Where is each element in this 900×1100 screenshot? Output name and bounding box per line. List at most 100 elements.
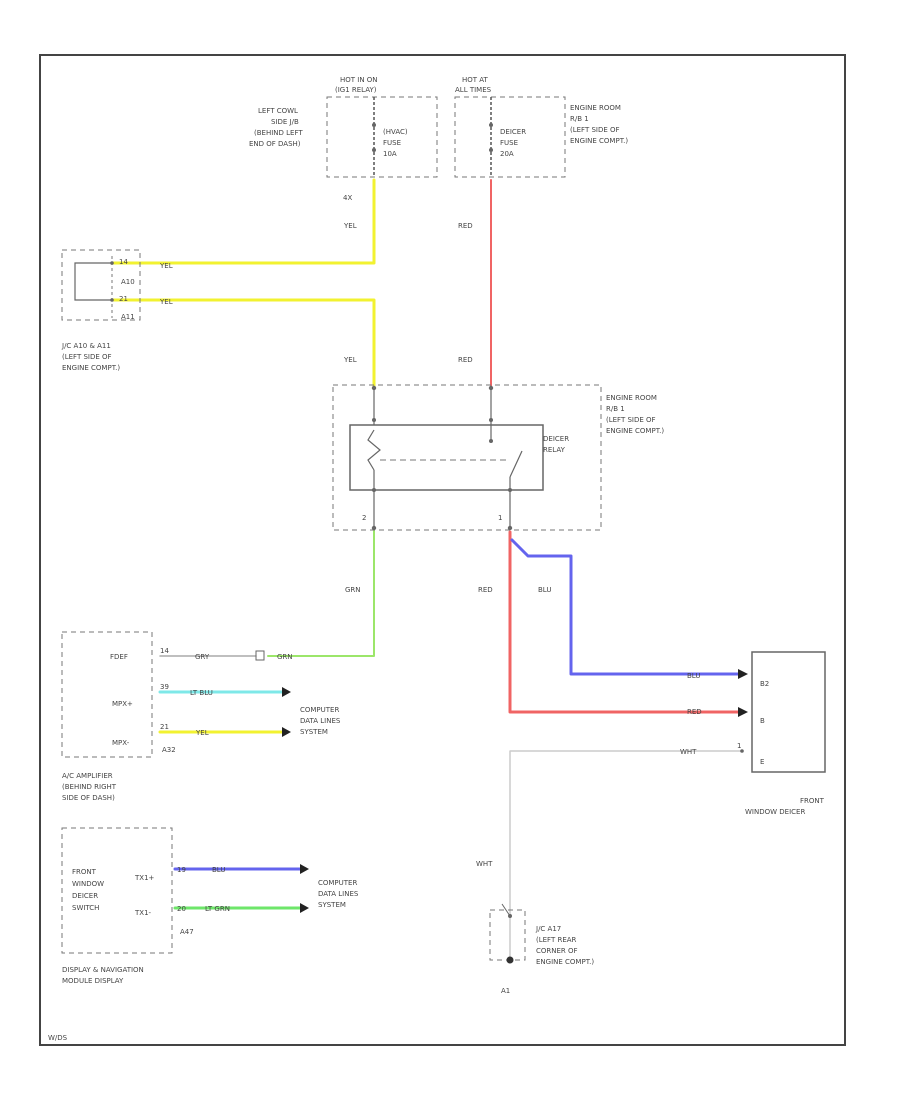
- fuse-batt-fuse: FUSE: [500, 139, 518, 147]
- arrow-deicer-b2: [738, 669, 748, 679]
- wire-wht: [509, 750, 743, 961]
- wire-label-red-2: RED: [458, 356, 473, 364]
- junction-conn-b: A11: [121, 313, 135, 321]
- fuse-batt-header: HOT AT: [462, 76, 489, 84]
- junction-connector: 14 A10 21 A11 J/C A10 & A11 (LEFT SIDE O…: [61, 249, 141, 372]
- display-pin-2: 20: [177, 905, 186, 913]
- ground-junction: J/C A17 (LEFT REAR CORNER OF ENGINE COMP…: [489, 903, 594, 995]
- wire-label-yel-3: YEL: [159, 262, 173, 270]
- display-data-lines-2: DATA LINES: [318, 890, 359, 898]
- fuse-batt-header2: ALL TIMES: [455, 86, 492, 94]
- arrow-tx-minus: [300, 903, 309, 913]
- wire-label-grn-2: GRN: [277, 653, 293, 661]
- ground-location-1: J/C A17: [535, 925, 561, 933]
- deicer-pin-b: B: [760, 717, 765, 725]
- deicer-pin-e-num: 1: [737, 742, 741, 750]
- fuse-ign-name: (HVAC): [383, 128, 408, 136]
- display-pin-1: 19: [177, 866, 186, 874]
- wire-label-red-4: RED: [687, 708, 702, 716]
- wire-label-lt-grn-tx: LT GRN: [205, 905, 230, 913]
- arrow-deicer-b: [738, 707, 748, 717]
- inline-connector: [255, 650, 265, 661]
- fuse-ign-location-1: LEFT COWL: [258, 107, 298, 115]
- display-pin-label-2: TX1-: [134, 909, 152, 917]
- deicer-relay: 2 1 DEICER RELAY ENGINE ROOM R/B 1 (LEFT…: [332, 384, 664, 531]
- amp-name-1: A/C AMPLIFIER: [62, 772, 113, 780]
- fuse-box-ign: HOT IN ON (IG1 RELAY) (HVAC) FUSE 10A LE…: [249, 76, 438, 202]
- display-row-4: SWITCH: [72, 904, 99, 912]
- relay-label-2: RELAY: [543, 446, 566, 454]
- relay-location-3: (LEFT SIDE OF: [606, 416, 656, 424]
- wire-label-yel-mpx: YEL: [195, 729, 209, 737]
- deicer-name-2: WINDOW DEICER: [745, 808, 805, 816]
- wire-label-yel-4: YEL: [159, 298, 173, 306]
- fuse-batt-location-2: R/B 1: [570, 115, 589, 123]
- relay-pin-left: 2: [362, 514, 366, 522]
- junction-conn-a: A10: [121, 278, 135, 286]
- wire-label-yel-2: YEL: [343, 356, 357, 364]
- amp-name-2: (BEHIND RIGHT: [62, 783, 117, 791]
- fuse-ign-location-3: (BEHIND LEFT: [254, 129, 303, 137]
- wire-label-wht-2: WHT: [476, 860, 493, 868]
- wire-grn: [267, 529, 375, 657]
- fuse-batt-rating: 20A: [500, 150, 514, 158]
- display-row-2: WINDOW: [72, 880, 104, 888]
- fuse-batt-location-1: ENGINE ROOM: [570, 104, 621, 112]
- relay-label-1: DEICER: [543, 435, 569, 443]
- footer-code: W/DS: [48, 1034, 68, 1042]
- amp-data-lines-3: SYSTEM: [300, 728, 328, 736]
- diagram-frame: [39, 54, 846, 1046]
- ground-location-2: (LEFT REAR: [536, 936, 577, 944]
- display-pin-label-1: TX1+: [134, 874, 155, 882]
- display-row-1: FRONT: [72, 868, 97, 876]
- junction-pin-a: 14: [119, 258, 128, 266]
- amp-row-fdef: FDEF: [110, 653, 128, 661]
- arrow-mpx-plus: [282, 687, 291, 697]
- display-name-2: MODULE DISPLAY: [62, 977, 124, 985]
- fuse-ign-rating: 10A: [383, 150, 397, 158]
- deicer-pin-b2: B2: [760, 680, 769, 688]
- amp-pin-3: 21: [160, 723, 169, 731]
- display-data-lines-3: SYSTEM: [318, 901, 346, 909]
- deicer-pin-e: E: [760, 758, 764, 766]
- wire-label-blu-tx: BLU: [212, 866, 225, 874]
- ground-point: [506, 956, 514, 964]
- wire-yel-relay: [110, 298, 376, 390]
- arrow-tx-plus: [300, 864, 309, 874]
- fuse-ign-location-2: SIDE J/B: [271, 118, 299, 126]
- wire-label-wht-1: WHT: [680, 748, 697, 756]
- amp-pin-2: 39: [160, 683, 169, 691]
- deicer-name-1: FRONT: [800, 797, 825, 805]
- wire-label-red-1: RED: [458, 222, 473, 230]
- fuse-ign-pin: 4X: [343, 194, 352, 202]
- fuse-ign-location-4: END OF DASH): [249, 140, 301, 148]
- relay-location-4: ENGINE COMPT.): [606, 427, 664, 435]
- ground-location-3: CORNER OF: [536, 947, 578, 955]
- wire-label-grn-1: GRN: [345, 586, 361, 594]
- amp-row-mpx-minus: MPX-: [112, 739, 130, 747]
- display-module: FRONT WINDOW DEICER SWITCH TX1+ TX1- 19 …: [61, 827, 359, 985]
- fuse-ign-fuse: FUSE: [383, 139, 401, 147]
- ground-location-4: ENGINE COMPT.): [536, 958, 594, 966]
- wire-label-blu-2: BLU: [687, 672, 700, 680]
- junction-location-2: (LEFT SIDE OF: [62, 353, 112, 361]
- front-window-deicer: B2 B E 1 FRONT WINDOW DEICER: [737, 651, 826, 816]
- display-row-3: DEICER: [72, 892, 98, 900]
- fuse-batt-name: DEICER: [500, 128, 526, 136]
- fuse-batt-location-4: ENGINE COMPT.): [570, 137, 628, 145]
- fuse-batt-location-3: (LEFT SIDE OF: [570, 126, 620, 134]
- relay-location-2: R/B 1: [606, 405, 625, 413]
- amp-data-lines-2: DATA LINES: [300, 717, 341, 725]
- relay-pin-right: 1: [498, 514, 502, 522]
- wire-label-gry: GRY: [195, 653, 210, 661]
- arrow-mpx-minus: [282, 727, 291, 737]
- display-data-lines-1: COMPUTER: [318, 879, 357, 887]
- fuse-ign-header: HOT IN ON: [340, 76, 378, 84]
- amp-connector: A32: [162, 746, 176, 754]
- wire-label-blu-1: BLU: [538, 586, 551, 594]
- junction-location-1: J/C A10 & A11: [61, 342, 111, 350]
- amp-row-mpx-plus: MPX+: [112, 700, 133, 708]
- fuse-box-batt: HOT AT ALL TIMES DEICER FUSE 20A ENGINE …: [454, 76, 628, 178]
- amp-data-lines-1: COMPUTER: [300, 706, 339, 714]
